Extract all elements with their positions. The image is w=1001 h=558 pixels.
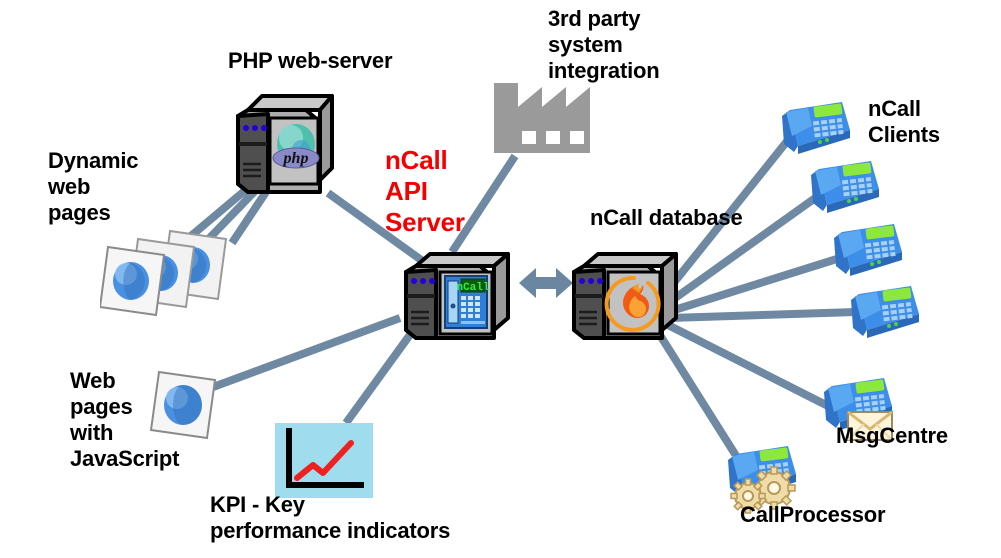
link-dynamic-pages-3 (228, 189, 270, 246)
node-ncall-database[interactable] (566, 248, 684, 351)
label-kpi-indicators: KPI - Key performance indicators (210, 492, 451, 543)
factory-icon (494, 83, 590, 153)
label-ncall-api-server: nCall API Server (385, 145, 465, 237)
desk-phone-icon (834, 224, 902, 276)
node-ncall-api-server[interactable]: nCall (398, 248, 516, 351)
server-php-icon: php (236, 94, 334, 194)
node-php-web-server[interactable]: php (228, 88, 340, 205)
node-ncall-client-2[interactable] (805, 155, 883, 222)
php-logo-text: php (282, 150, 309, 167)
link-db-client1 (656, 132, 796, 303)
node-ncall-client-3[interactable] (828, 218, 906, 285)
node-web-pages-javascript[interactable] (145, 368, 225, 453)
link-db-msgcentre (666, 321, 834, 412)
node-ncall-client-4[interactable] (845, 280, 923, 347)
envelope-icon (847, 410, 893, 441)
ncall-screen-text: nCall (456, 282, 489, 294)
desk-phone-icon (811, 161, 879, 213)
node-dynamic-web-pages[interactable] (98, 225, 245, 335)
link-3rdparty-api (448, 153, 519, 255)
node-msg-centre[interactable] (818, 372, 913, 449)
link-db-callprocessor (654, 329, 744, 465)
label-call-processor: CallProcessor (740, 502, 886, 527)
desk-phone-icon (851, 286, 919, 338)
label-web-pages-javascript: Web pages with JavaScript (70, 368, 180, 471)
link-db-client2 (661, 192, 821, 310)
label-msg-centre: MsgCentre (836, 423, 948, 448)
server-ncall-icon: nCall (404, 252, 510, 340)
node-ncall-client-1[interactable] (776, 96, 854, 163)
label-ncall-database: nCall database (590, 205, 743, 230)
node-kpi-indicators[interactable] (275, 423, 373, 503)
label-ncall-clients: nCall Clients (868, 96, 940, 147)
link-db-client4 (669, 308, 857, 322)
web-page-icon (149, 370, 217, 440)
gears-icon (730, 466, 796, 514)
label-dynamic-web-pages: Dynamic web pages (48, 148, 139, 225)
label-third-party-system: 3rd party system integration (548, 6, 660, 83)
link-kpi-api (342, 329, 416, 426)
kpi-chart-icon (275, 423, 373, 498)
desk-phone-envelope-icon (824, 378, 893, 441)
server-firebird-icon (572, 252, 678, 340)
link-db-client3 (666, 254, 842, 316)
desk-phone-icon (782, 102, 850, 154)
desk-phone-gears-icon (728, 446, 796, 514)
node-call-processor[interactable] (722, 440, 822, 523)
web-page-stack-icon (98, 229, 228, 317)
node-third-party-system[interactable] (490, 75, 595, 165)
link-js-api (203, 314, 402, 394)
bidirectional-arrow-icon (519, 268, 573, 298)
label-php-web-server: PHP web-server (228, 48, 393, 73)
link-php-api (325, 189, 427, 266)
firebird-logo-icon (604, 275, 661, 332)
